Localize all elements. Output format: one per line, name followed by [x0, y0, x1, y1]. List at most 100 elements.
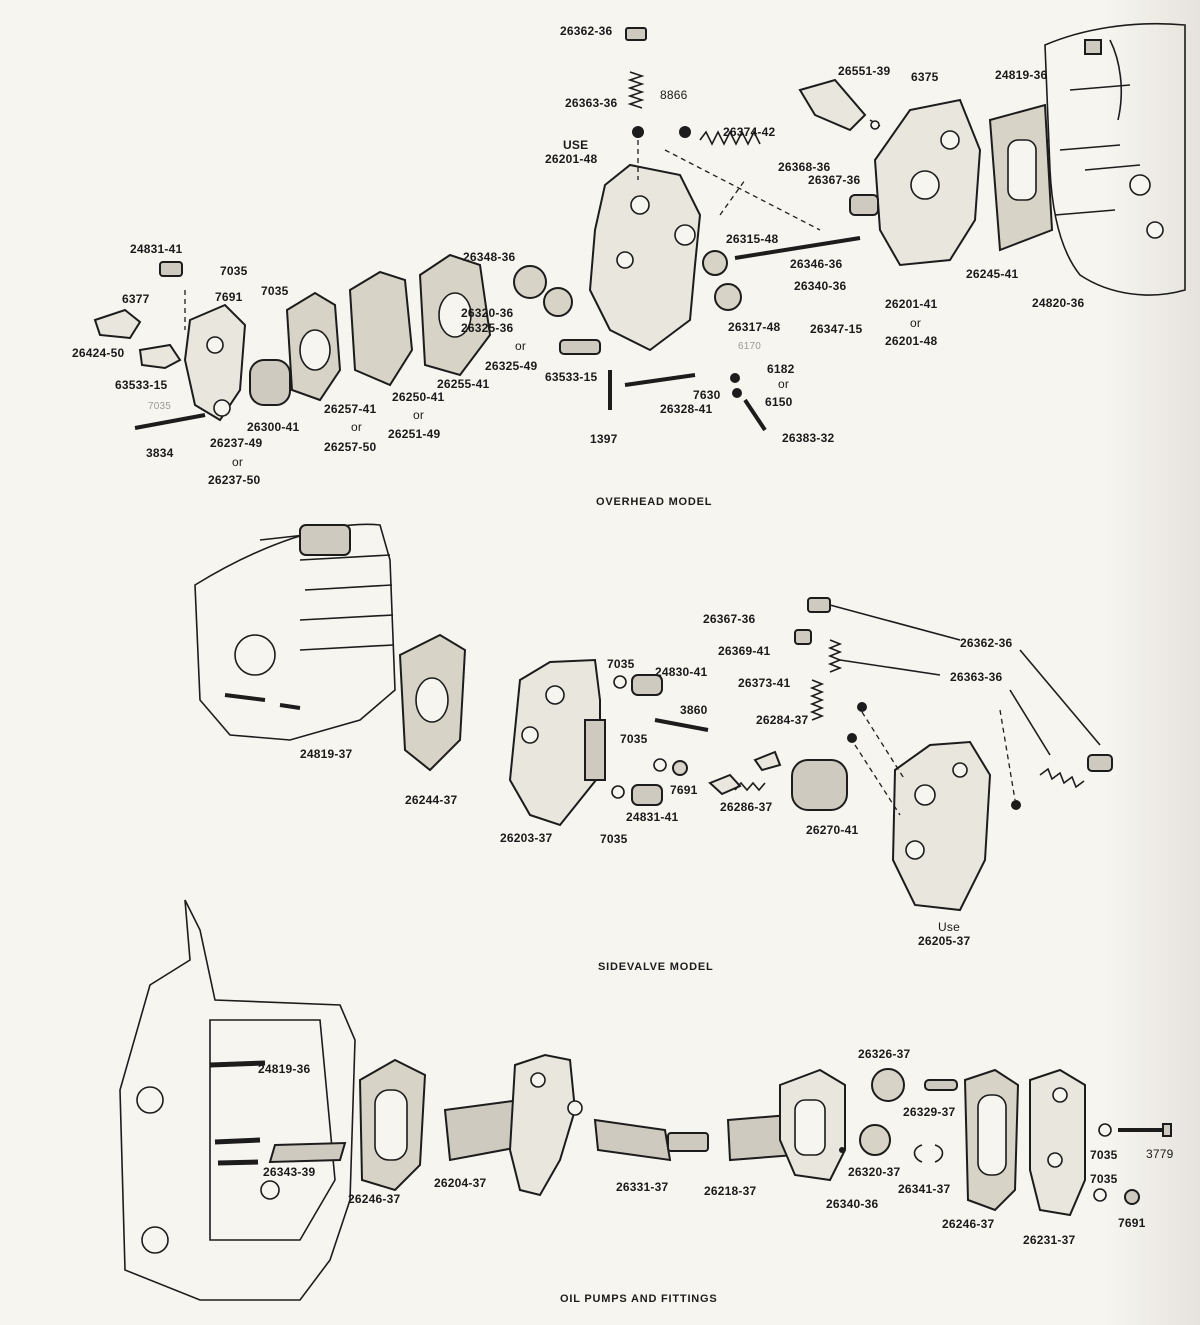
part-label: 26315-48	[726, 232, 779, 246]
part-label: or	[515, 339, 527, 353]
part-label: 26246-37	[348, 1192, 401, 1206]
oil-pumps-drawing	[119, 899, 1172, 1301]
part-label: 26340-36	[826, 1197, 879, 1211]
sidevalve-model-drawing	[194, 523, 1113, 912]
part-label: 26343-39	[263, 1165, 316, 1179]
part-label: 24831-41	[626, 810, 679, 824]
part-label: 63533-15	[115, 378, 168, 392]
part-label: 26326-37	[858, 1047, 911, 1061]
part-label: 7691	[215, 290, 243, 304]
part-label: 26246-37	[942, 1217, 995, 1231]
part-label: 6170	[738, 341, 762, 352]
part-label: 26551-39	[838, 64, 891, 78]
part-label: or	[351, 420, 363, 434]
part-label: 7035	[220, 264, 248, 278]
part-label: 63533-15	[545, 370, 598, 384]
part-label: or	[413, 408, 425, 422]
part-label: 26257-41	[324, 402, 377, 416]
part-label: 26203-37	[500, 831, 553, 845]
part-label: 26205-37	[918, 934, 971, 948]
part-label: 3860	[680, 703, 708, 717]
part-label: 24831-41	[130, 242, 183, 256]
part-label: 6377	[122, 292, 150, 306]
part-label: 8866	[660, 88, 688, 102]
part-label: 26244-37	[405, 793, 458, 807]
part-label: USE	[563, 138, 589, 152]
part-label: Use	[938, 920, 960, 934]
part-label: 7691	[1118, 1216, 1146, 1230]
part-label: 26300-41	[247, 420, 300, 434]
part-label: 26369-41	[718, 644, 771, 658]
part-label: 7630	[693, 388, 721, 402]
part-label: 26251-49	[388, 427, 441, 441]
part-label: 26320-36	[461, 306, 514, 320]
part-label: 26348-36	[463, 250, 516, 264]
part-label: 26373-41	[738, 676, 791, 690]
part-label: 26317-48	[728, 320, 781, 334]
part-label: 24819-36	[258, 1062, 311, 1076]
part-label: 26325-49	[485, 359, 538, 373]
part-label: 26362-36	[960, 636, 1013, 650]
part-label: 24820-36	[1032, 296, 1085, 310]
part-label: 26341-37	[898, 1182, 951, 1196]
overhead-model-title: OVERHEAD MODEL	[596, 496, 713, 508]
part-label: or	[232, 455, 244, 469]
part-label: or	[910, 316, 922, 330]
part-label: 26362-36	[560, 24, 613, 38]
part-label: 26325-36	[461, 321, 514, 335]
part-label: 26250-41	[392, 390, 445, 404]
part-label: or	[778, 377, 790, 391]
part-label: 26328-41	[660, 402, 713, 416]
part-label: 6182	[767, 362, 795, 376]
sidevalve-model-title: SIDEVALVE MODEL	[598, 961, 714, 973]
part-label: 6375	[911, 70, 939, 84]
part-label: 26368-36	[778, 160, 831, 174]
part-label: 24830-41	[655, 665, 708, 679]
page-edge-shadow	[1105, 0, 1200, 1325]
part-label: 26201-48	[885, 334, 938, 348]
part-label: 26257-50	[324, 440, 377, 454]
part-label: 26201-48	[545, 152, 598, 166]
part-label: 26424-50	[72, 346, 125, 360]
part-label: 26231-37	[1023, 1233, 1076, 1247]
part-label: 26284-37	[756, 713, 809, 727]
part-label: 26218-37	[704, 1184, 757, 1198]
part-label: 7035	[261, 284, 289, 298]
part-label: 1397	[590, 432, 618, 446]
part-label: 7691	[670, 783, 698, 797]
part-label: 7035	[1090, 1148, 1118, 1162]
part-label: 26245-41	[966, 267, 1019, 281]
part-label: 7035	[1090, 1172, 1118, 1186]
part-label: 26204-37	[434, 1176, 487, 1190]
part-label: 26201-41	[885, 297, 938, 311]
part-label: 26320-37	[848, 1165, 901, 1179]
part-label: 26255-41	[437, 377, 490, 391]
part-label: 7035	[620, 732, 648, 746]
part-label: 26363-36	[950, 670, 1003, 684]
part-label: 3779	[1146, 1147, 1174, 1161]
overhead-model-drawing	[93, 22, 1186, 432]
part-label: 6150	[765, 395, 793, 409]
part-label: 26331-37	[616, 1180, 669, 1194]
part-label: 26347-15	[810, 322, 863, 336]
part-label: 26270-41	[806, 823, 859, 837]
part-label: 24819-36	[995, 68, 1048, 82]
part-label: 7035	[607, 657, 635, 671]
part-label: 26346-36	[790, 257, 843, 271]
part-label: 26367-36	[703, 612, 756, 626]
part-label: 24819-37	[300, 747, 353, 761]
part-label: 26363-36	[565, 96, 618, 110]
part-label: 7035	[600, 832, 628, 846]
part-label: 26367-36	[808, 173, 861, 187]
part-label: 26286-37	[720, 800, 773, 814]
oil-pumps-title: OIL PUMPS AND FITTINGS	[560, 1293, 718, 1305]
part-label: 26329-37	[903, 1105, 956, 1119]
part-label: 7035	[148, 401, 172, 412]
part-label: 26374-42	[723, 125, 776, 139]
part-label: 26383-32	[782, 431, 835, 445]
part-label: 26340-36	[794, 279, 847, 293]
part-label: 26237-49	[210, 436, 263, 450]
part-label: 26237-50	[208, 473, 261, 487]
